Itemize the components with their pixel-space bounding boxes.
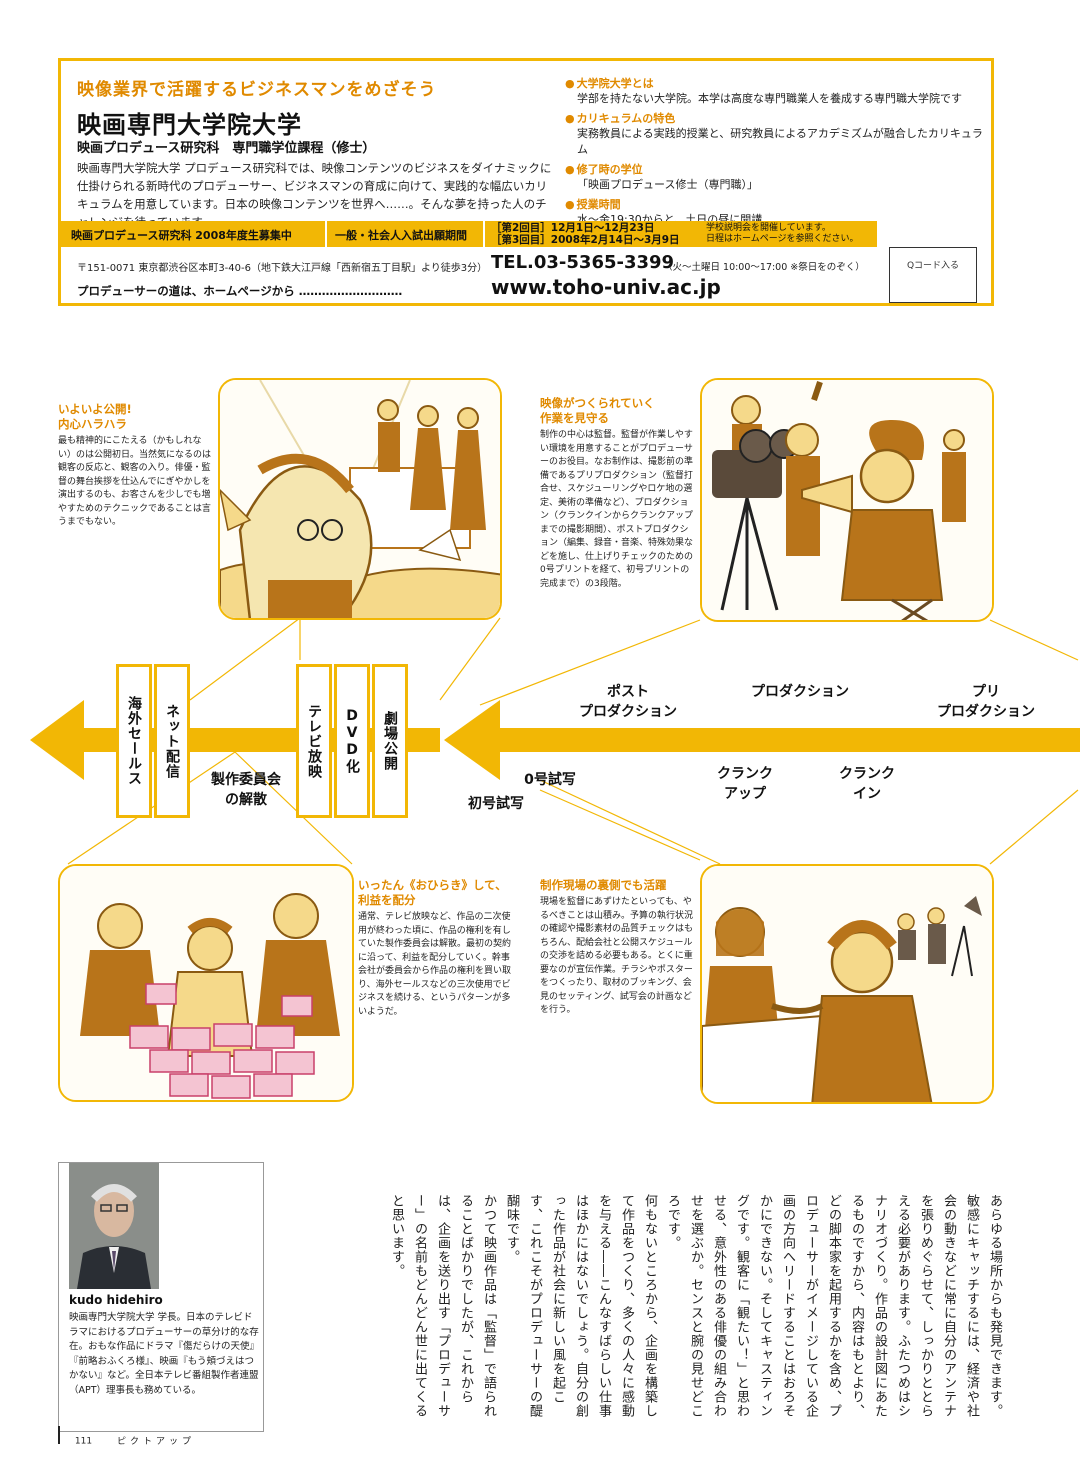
story-title: いったん《おひらき》して、 (358, 878, 507, 892)
page-number: 111 (74, 1436, 93, 1447)
timeline-production: プロダクション (751, 684, 849, 700)
folio-rule (58, 1426, 60, 1444)
ad-info-item: 大学院大学とは 学部を持たない大学院。本学は高度な専門職業人を養成する専門職大学… (565, 75, 985, 107)
author-photo (69, 1163, 159, 1289)
story-title: 内心ハラハラ (58, 417, 127, 431)
story-backstage: 制作現場の裏側でも活躍 現場を監督にあずけたといっても、やるべきことは山積み。予… (540, 878, 696, 1018)
ad-hours: （火～土曜日 10:00～17:00 ※祭日をのぞく） (663, 262, 865, 273)
timeline-arrows (30, 700, 1080, 780)
story-release: いよいよ公開! 内心ハラハラ 最も精神的にこたえる（かもしれない）のは公開初日。… (58, 402, 214, 530)
timeline-committee-dissolve: 製作委員会 の解散 (211, 772, 281, 808)
timeline-pre-production: プリ プロダクション (937, 684, 1035, 720)
ad-university-name: 映画専門大学院大学 (77, 111, 302, 139)
timeline-overseas-sales: 海外セールス (116, 664, 152, 818)
ad-tagline: 映像業界で活躍するビジネスマンをめざそう (77, 80, 437, 100)
ad-info-body: 実務教員による実践的授業と、研究教員によるアカデミズムが融合したカリキュラム (577, 127, 983, 156)
timeline-post-production: ポスト プロダクション (579, 684, 677, 720)
author-profile: kudo hidehiro 映画専門大学院大学 学長。日本のテレビドラマにおける… (58, 1162, 264, 1432)
story-production: 映像がつくられていく 作業を見守る 制作の中心は監督。監督が作業しやすい環境を用… (540, 396, 696, 591)
timeline-crank-up: クランク アップ (717, 766, 773, 802)
ad-info-body: 「映画プロデュース修士（専門職）」 (577, 178, 758, 191)
ad-guide: プロデューサーの道は、ホームページから ……………………… (77, 284, 403, 298)
section-name: ピクトアップ (116, 1436, 195, 1447)
story-body: 制作の中心は監督。監督が作業しやすい環境を用意することがプロデューサーのお役目。… (540, 430, 694, 589)
author-name: kudo hidehiro (69, 1293, 163, 1307)
bar-divider (483, 221, 485, 247)
ad-telephone: TEL.03-5365-3399 (491, 252, 675, 273)
exam-dates: ［第2回目］12月1日～12月23日 ［第3回目］2008年2月14日～3月9日 (491, 222, 680, 246)
ad-info-body: 学部を持たない大学院。本学は高度な専門職業人を養成する専門職大学院です (577, 92, 962, 105)
ad-info-head: 大学院大学とは (565, 75, 985, 91)
timeline-online-distribution: ネット配信 (154, 664, 190, 818)
recruit-label: 映画プロデュース研究科 2008年度生募集中 (71, 229, 292, 242)
ad-url[interactable]: www.toho-univ.ac.jp (491, 275, 721, 299)
ad-info-head: 修了時の学位 (565, 161, 985, 177)
story-title: 映像がつくられていく (540, 396, 655, 410)
exam-round-3: ［第3回目］2008年2月14日～3月9日 (491, 234, 680, 246)
story-title: 利益を配分 (358, 893, 416, 907)
timeline-tv-broadcast: テレビ放映 (296, 664, 332, 818)
ad-course: 映画プロデュース研究科 専門職学位課程（修士） (77, 141, 376, 156)
story-body: 通常、テレビ放映など、作品の二次使用が終わった頃に、作品の権利を有していた製作委… (358, 912, 512, 1017)
story-body: 現場を監督にあずけたといっても、やるべきことは山積み。予算の執行状況の確認や撮影… (540, 897, 694, 1015)
author-bio: 映画専門大学院大学 学長。日本のテレビドラマにおけるプロデューサーの草分け的な存… (69, 1312, 260, 1396)
story-body: 最も精神的にこたえる（かもしれない）のは公開初日。当然気になるのは観客の反応と、… (58, 436, 212, 527)
story-profit: いったん《おひらき》して、 利益を配分 通常、テレビ放映など、作品の二次使用が終… (358, 878, 514, 1019)
timeline-crank-in: クランク イン (839, 766, 895, 802)
essay-text: あらゆる場所からも発見できます。敏感にキャッチするには、経済や社会の動きなどに常… (288, 1194, 1006, 1426)
ad-info-item: 修了時の学位 「映画プロデュース修士（専門職）」 (565, 161, 985, 193)
backstage-image (702, 866, 992, 1102)
profit-illustration (58, 864, 354, 1102)
premiere-illustration (218, 378, 502, 620)
ad-info-head: 授業時間 (565, 196, 985, 212)
story-title: いよいよ公開! (58, 402, 132, 416)
timeline-zero-print: 0号試写 (524, 772, 576, 788)
backstage-illustration (700, 864, 994, 1104)
essay-paragraph: 何もないところから、企画を構築して作品をつくり、多くの人々に感動を与える――こん… (504, 1194, 657, 1418)
ad-info-item: カリキュラムの特色 実務教員による実践的授業と、研究教員によるアカデミズムが融合… (565, 110, 985, 158)
timeline-first-print: 初号試写 (468, 796, 524, 812)
qr-code-label: Qコード入る (906, 261, 960, 271)
exam-label: 一般・社会人入試出願期間 (335, 229, 467, 242)
bar-divider (325, 221, 327, 247)
exam-round-2: ［第2回目］12月1日～12月23日 (491, 222, 655, 234)
essay-paragraph: あらゆる場所からも発見できます。敏感にキャッチするには、経済や社会の動きなどに常… (665, 1194, 1002, 1418)
ad-description: 映画専門大学院大学 プロデュース研究科では、映像コンテンツのビジネスをダイナミッ… (77, 161, 552, 229)
ad-address: 〒151-0071 東京都渋谷区本町3-40-6（地下鉄大江戸線「西新宿五丁目駅… (77, 263, 488, 274)
page-folio: 111 ピクトアップ (58, 1426, 195, 1450)
ad-recruit-bar: 映画プロデュース研究科 2008年度生募集中 一般・社会人入試出願期間 ［第2回… (61, 221, 877, 247)
essay-paragraph: かつて映画作品は「監督」で語られることばかりでしたが、これからは、企画を送り出す… (389, 1194, 496, 1418)
shooting-illustration (700, 378, 994, 622)
briefing-note: 学校説明会を開催しています。 日程はホームページを参照ください。 (706, 223, 859, 245)
briefing-line-2: 日程はホームページを参照ください。 (706, 234, 859, 244)
briefing-line-1: 学校説明会を開催しています。 (706, 223, 831, 233)
story-title: 制作現場の裏側でも活躍 (540, 878, 667, 892)
timeline-theatrical-release: 劇場公開 (372, 664, 408, 818)
story-title: 作業を見守る (540, 411, 609, 425)
premiere-scene-image (220, 380, 500, 618)
film-set-image (702, 380, 992, 620)
qr-code-placeholder: Qコード入る (889, 247, 977, 303)
profit-sharing-image (60, 866, 352, 1100)
ad-info-head: カリキュラムの特色 (565, 110, 985, 126)
timeline-dvd: DVD化 (334, 664, 370, 818)
university-ad: 映像業界で活躍するビジネスマンをめざそう 映画専門大学院大学 映画プロデュース研… (58, 58, 994, 306)
